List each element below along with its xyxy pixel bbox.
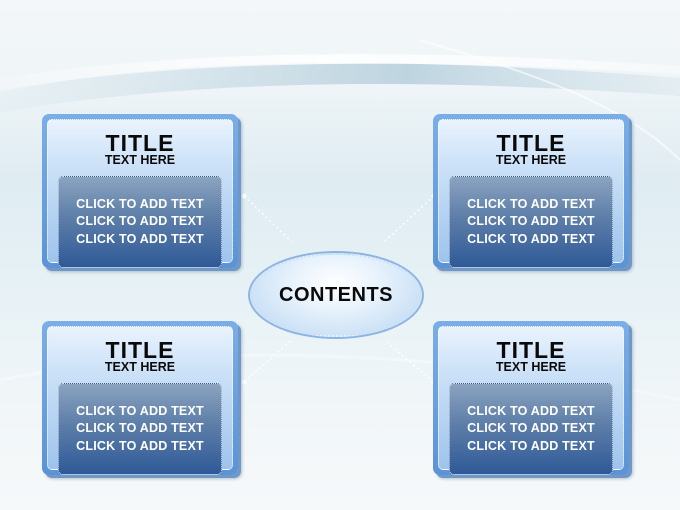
card-panel: TITLE TEXT HERE CLICK TO ADD TEXT CLICK … (438, 119, 624, 268)
card-panel: TITLE TEXT HERE CLICK TO ADD TEXT CLICK … (47, 326, 233, 475)
card-panel: TITLE TEXT HERE CLICK TO ADD TEXT CLICK … (47, 119, 233, 268)
card-text-line[interactable]: CLICK TO ADD TEXT (76, 438, 204, 453)
card-title[interactable]: TITLE (496, 337, 566, 363)
card-bottom-right[interactable]: TITLE TEXT HERE CLICK TO ADD TEXT CLICK … (433, 321, 629, 475)
card-title[interactable]: TITLE (105, 130, 175, 156)
card-text-box[interactable]: CLICK TO ADD TEXT CLICK TO ADD TEXT CLIC… (58, 383, 222, 475)
card-text-line[interactable]: CLICK TO ADD TEXT (467, 421, 595, 436)
card-subtitle[interactable]: TEXT HERE (104, 360, 176, 374)
card-text-line[interactable]: CLICK TO ADD TEXT (76, 196, 204, 211)
card-top-left[interactable]: TITLE TEXT HERE CLICK TO ADD TEXT CLICK … (42, 114, 238, 268)
card-subtitle[interactable]: TEXT HERE (495, 153, 567, 167)
card-text-line[interactable]: CLICK TO ADD TEXT (467, 403, 595, 418)
contents-label[interactable]: CONTENTS (279, 283, 393, 306)
card-text-line[interactable]: CLICK TO ADD TEXT (467, 214, 595, 229)
card-panel: TITLE TEXT HERE CLICK TO ADD TEXT CLICK … (438, 326, 624, 475)
card-text-line[interactable]: CLICK TO ADD TEXT (76, 403, 204, 418)
card-text-box[interactable]: CLICK TO ADD TEXT CLICK TO ADD TEXT CLIC… (449, 176, 613, 268)
card-text-line[interactable]: CLICK TO ADD TEXT (467, 438, 595, 453)
card-bottom-left[interactable]: TITLE TEXT HERE CLICK TO ADD TEXT CLICK … (42, 321, 238, 475)
card-text-line[interactable]: CLICK TO ADD TEXT (76, 421, 204, 436)
card-text-box[interactable]: CLICK TO ADD TEXT CLICK TO ADD TEXT CLIC… (449, 383, 613, 475)
card-subtitle[interactable]: TEXT HERE (104, 153, 176, 167)
card-text-line[interactable]: CLICK TO ADD TEXT (76, 231, 204, 246)
card-text-box[interactable]: CLICK TO ADD TEXT CLICK TO ADD TEXT CLIC… (58, 176, 222, 268)
card-text-line[interactable]: CLICK TO ADD TEXT (76, 214, 204, 229)
contents-oval[interactable]: CONTENTS (250, 253, 422, 337)
card-title[interactable]: TITLE (105, 337, 175, 363)
card-text-line[interactable]: CLICK TO ADD TEXT (467, 196, 595, 211)
card-title[interactable]: TITLE (496, 130, 566, 156)
card-top-right[interactable]: TITLE TEXT HERE CLICK TO ADD TEXT CLICK … (433, 114, 629, 268)
card-subtitle[interactable]: TEXT HERE (495, 360, 567, 374)
card-text-line[interactable]: CLICK TO ADD TEXT (467, 231, 595, 246)
